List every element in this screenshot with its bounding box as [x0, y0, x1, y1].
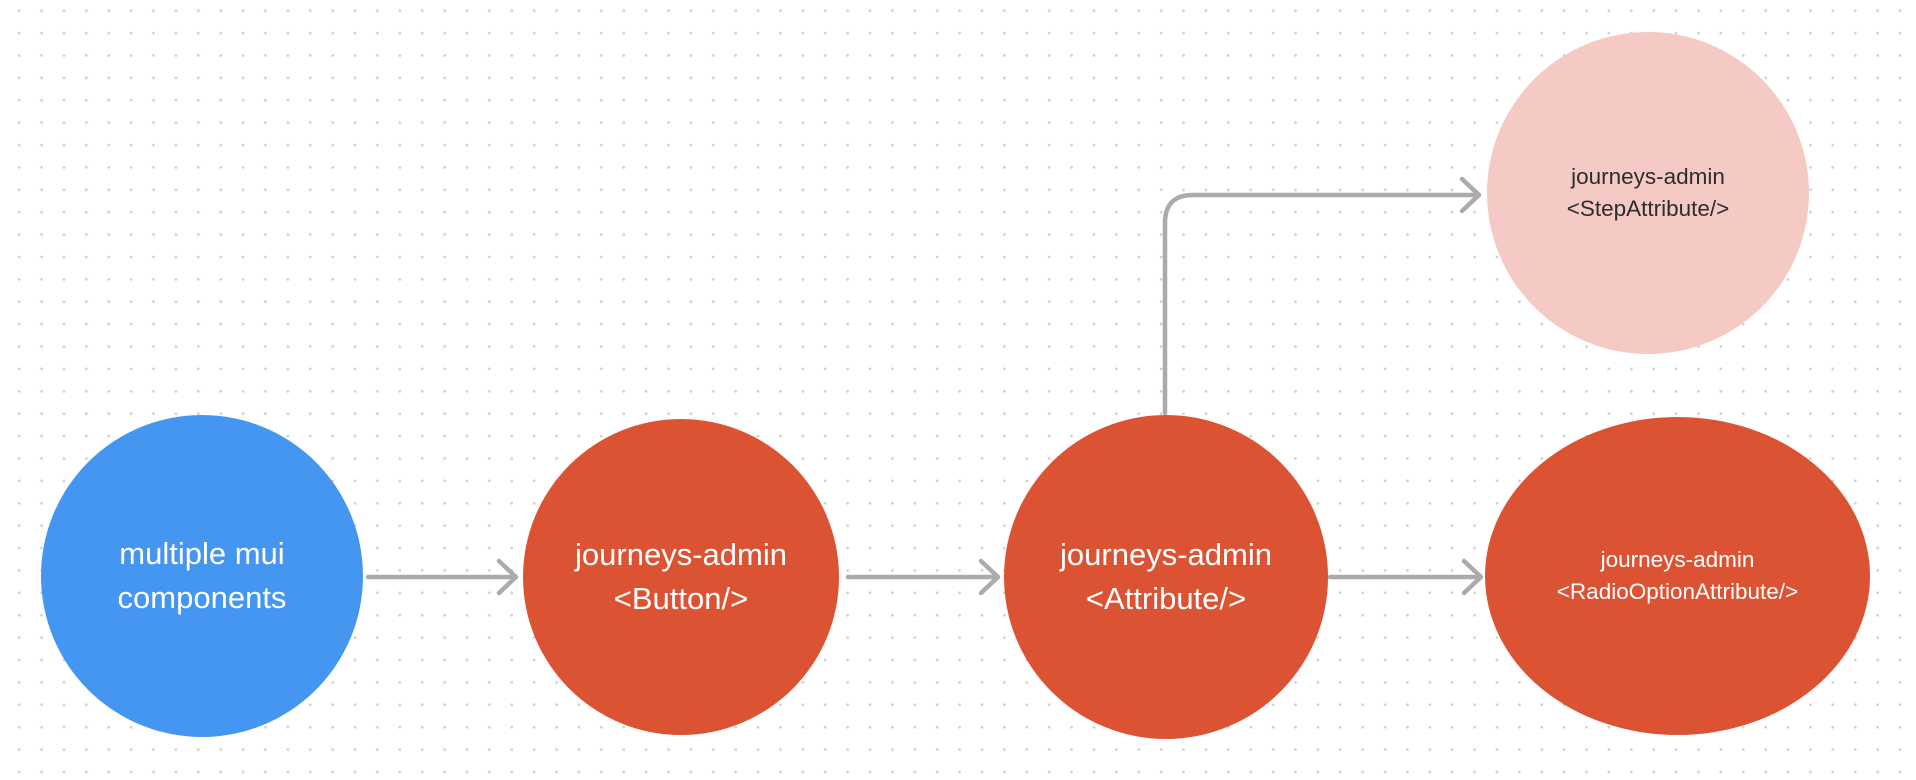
node-label-line: journeys-admin [1600, 547, 1755, 572]
node-label-line: journeys-admin [575, 537, 787, 572]
node-multiple-mui-components[interactable]: multiple mui components [41, 415, 363, 737]
edge-components-to-button[interactable] [365, 558, 519, 596]
node-journeys-admin-attribute[interactable]: journeys-admin <Attribute/> [1004, 415, 1328, 739]
edge-attribute-to-radio-option-attribute[interactable] [1327, 558, 1484, 596]
node-journeys-admin-radio-option-attribute[interactable]: journeys-admin <RadioOptionAttribute/> [1485, 417, 1870, 735]
node-label-line: <RadioOptionAttribute/> [1556, 579, 1799, 604]
edge-button-to-attribute[interactable] [845, 558, 1001, 596]
node-journeys-admin-button[interactable]: journeys-admin <Button/> [523, 419, 839, 735]
node-label-line: components [117, 580, 287, 615]
node-label-line: journeys-admin [1060, 537, 1272, 572]
edge-attribute-to-step-attribute[interactable] [1162, 176, 1482, 416]
node-label-line: <Attribute/> [1085, 581, 1247, 616]
node-label-line: <StepAttribute/> [1566, 196, 1730, 221]
node-label-line: journeys-admin [1571, 164, 1725, 189]
node-journeys-admin-step-attribute[interactable]: journeys-admin <StepAttribute/> [1487, 32, 1809, 354]
node-label-line: multiple mui [119, 536, 285, 571]
node-label-line: <Button/> [613, 581, 749, 616]
